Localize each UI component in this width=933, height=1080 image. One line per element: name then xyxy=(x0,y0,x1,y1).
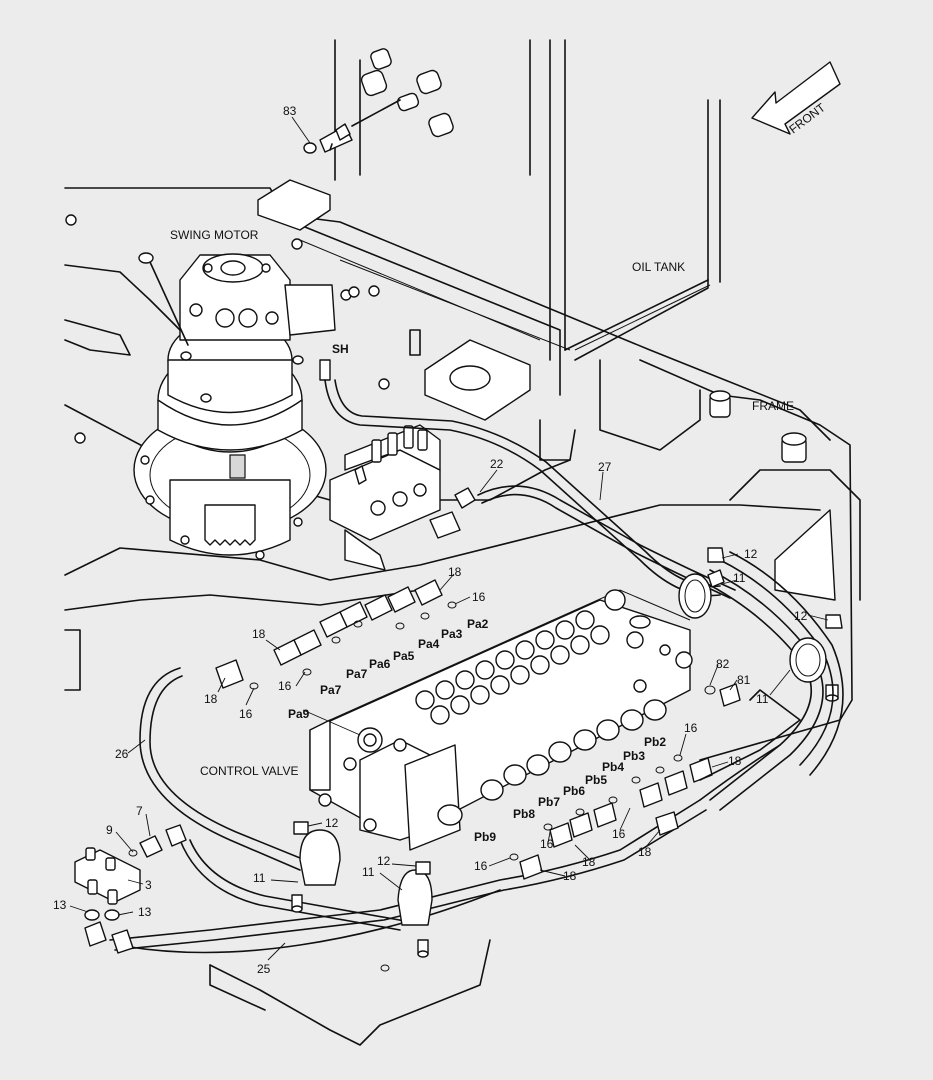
port-pb8: Pb8 xyxy=(513,807,535,821)
callout-16-f: 16 xyxy=(540,837,554,851)
callout-81: 81 xyxy=(737,673,751,687)
oil-tank-label: OIL TANK xyxy=(632,260,685,274)
port-labels: Pa2 Pa3 Pa4 Pa5 Pa6 Pa7 Pa7 Pa9 Pb2 Pb3 … xyxy=(288,617,666,844)
port-pa2: Pa2 xyxy=(467,617,489,631)
callout-26: 26 xyxy=(115,747,129,761)
callout-12-d: 12 xyxy=(377,854,391,868)
callout-12-a: 12 xyxy=(744,547,758,561)
port-pa7-b: Pa7 xyxy=(320,683,342,697)
hose-clamps xyxy=(291,547,843,958)
port-pa7-a: Pa7 xyxy=(346,667,368,681)
oil-tank: OIL TANK xyxy=(334,39,721,361)
callout-16-b: 16 xyxy=(278,679,292,693)
fitting-83 xyxy=(303,99,401,154)
control-valve: CONTROL VALVE xyxy=(200,589,693,851)
port-pb9: Pb9 xyxy=(474,830,496,844)
callout-16-a: 16 xyxy=(472,590,486,604)
callout-18-a: 18 xyxy=(448,565,462,579)
callout-numbers: 83 22 27 18 16 18 18 16 16 12 11 12 82 8… xyxy=(53,104,808,976)
leader-lines xyxy=(69,116,829,961)
port-pb2: Pb2 xyxy=(644,735,666,749)
callout-11-c: 11 xyxy=(253,871,266,885)
port-pa6: Pa6 xyxy=(369,657,391,671)
spool-caps xyxy=(437,699,667,826)
callout-22: 22 xyxy=(490,457,504,471)
solenoid-valve-block xyxy=(329,424,476,571)
callout-11-d: 11 xyxy=(362,865,375,879)
port-pb5: Pb5 xyxy=(585,773,607,787)
cushion-1 xyxy=(360,48,454,138)
frame-label: FRAME xyxy=(752,399,794,413)
callout-9: 9 xyxy=(106,823,113,837)
sh-port-label: SH xyxy=(332,342,349,356)
frame-bosses xyxy=(65,214,807,463)
port-pa3: Pa3 xyxy=(441,627,463,641)
fittings xyxy=(128,569,741,880)
callout-7: 7 xyxy=(136,804,143,818)
callout-18-g: 18 xyxy=(563,869,577,883)
callout-13-a: 13 xyxy=(53,898,67,912)
lower-frame xyxy=(64,629,801,1046)
port-pb7: Pb7 xyxy=(538,795,560,809)
port-pb6: Pb6 xyxy=(563,784,585,798)
swing-motor-label: SWING MOTOR xyxy=(170,228,259,242)
callout-16-c: 16 xyxy=(239,707,253,721)
control-valve-label: CONTROL VALVE xyxy=(200,764,298,778)
callout-12-b: 12 xyxy=(794,609,808,623)
callout-27: 27 xyxy=(598,460,612,474)
pinion-gear xyxy=(204,504,256,546)
port-pb3: Pb3 xyxy=(623,749,645,763)
port-pa9: Pa9 xyxy=(288,707,310,721)
port-pa4: Pa4 xyxy=(418,637,440,651)
callout-82: 82 xyxy=(716,657,730,671)
callout-18-f: 18 xyxy=(582,855,596,869)
callout-18-d: 18 xyxy=(728,754,742,768)
callout-18-c: 18 xyxy=(204,692,218,706)
callout-12-c: 12 xyxy=(325,816,339,830)
callout-18-e: 18 xyxy=(638,845,652,859)
port-pb4: Pb4 xyxy=(602,760,624,774)
callout-83: 83 xyxy=(283,104,297,118)
swing-motor: SWING MOTOR SH xyxy=(133,228,349,560)
hoses xyxy=(109,379,844,954)
callout-16-g: 16 xyxy=(474,859,488,873)
callout-13-b: 13 xyxy=(138,905,152,919)
callout-16-d: 16 xyxy=(684,721,698,735)
callout-11-b: 11 xyxy=(756,692,769,706)
callout-3: 3 xyxy=(145,878,152,892)
port-pa5: Pa5 xyxy=(393,649,415,663)
callout-16-e: 16 xyxy=(612,827,626,841)
callout-11-a: 11 xyxy=(733,571,746,585)
valve-sections xyxy=(357,589,671,753)
upper-frame: FRAME xyxy=(64,179,861,761)
callout-25: 25 xyxy=(257,962,271,976)
callout-18-b: 18 xyxy=(252,627,266,641)
block-3 xyxy=(74,824,187,954)
